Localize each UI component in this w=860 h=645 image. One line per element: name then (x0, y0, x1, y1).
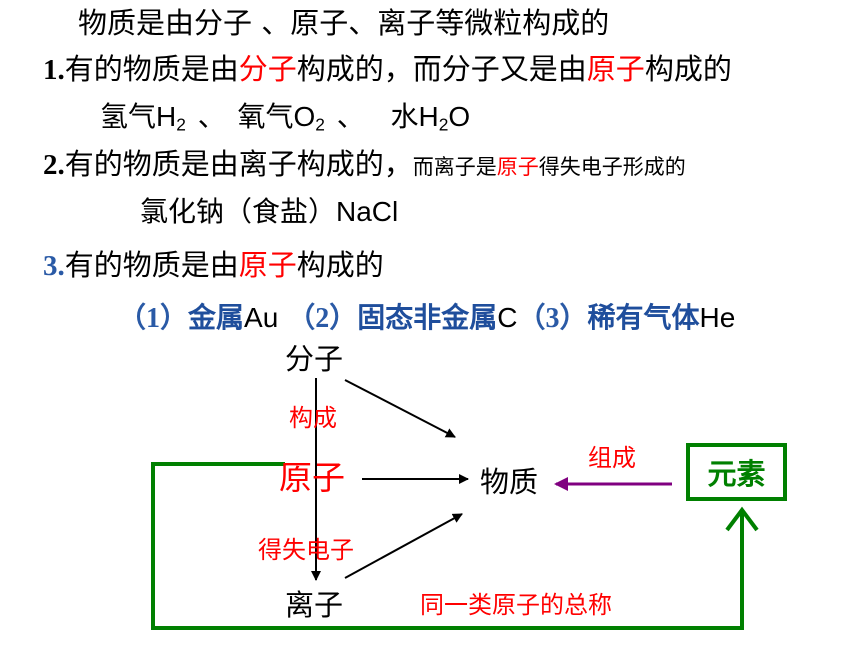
point-3-atom: 原子 (238, 248, 297, 282)
example-1-formula: Au (244, 302, 279, 333)
element-node-label: 元素 (707, 457, 766, 491)
example-2-formula: C (497, 302, 518, 333)
sodium-chloride-formula: NaCl (336, 196, 399, 227)
point-2-number: 2. (43, 149, 65, 181)
element-definition-label: 同一类原子的总称 (420, 591, 612, 619)
point-2-text-b: 而离子是 (412, 155, 497, 179)
hydrogen-name: 氢气 (100, 101, 157, 132)
point-2-text-a: 有的物质是由离子构成的， (64, 147, 413, 181)
example-2-index: （2） (287, 303, 358, 334)
separator-1: 、 (197, 101, 226, 132)
point-1-atom: 原子 (586, 52, 645, 86)
point-1-molecule: 分子 (238, 52, 297, 86)
point-1-examples: 氢气H2 、 氧气O2 、 水H2O (100, 103, 470, 134)
point-3-text-c: 构成的 (296, 248, 384, 282)
water-subscript: 2 (438, 114, 449, 135)
water-name: 水 (390, 101, 419, 132)
example-1-index: （1） (118, 303, 189, 334)
molecule-to-matter-arrow (344, 379, 456, 438)
point-1-text-c: 构成的，而分子又是由 (296, 52, 587, 86)
point-1-number: 1. (43, 54, 65, 86)
oxygen-formula: O (293, 101, 316, 132)
point-3-text-a: 有的物质是由 (64, 248, 239, 282)
element-node: 元素 (686, 443, 787, 501)
intro-line: 物质是由分子 、原子、离子等微粒构成的 (78, 9, 609, 38)
example-1-label: 金属 (188, 301, 245, 334)
ion-node: 离子 (285, 588, 344, 622)
point-3-line: 3.有的物质是由原子构成的 (43, 251, 384, 281)
hydrogen-formula: H (156, 101, 177, 132)
constitute-label: 组成 (588, 444, 636, 472)
point-1-text-a: 有的物质是由 (64, 52, 239, 86)
separator-2: 、 (336, 101, 365, 132)
point-1-text-e: 构成的 (644, 52, 732, 86)
element-arrowhead (725, 506, 759, 532)
oxygen-subscript: 2 (315, 114, 325, 135)
example-3-formula: He (699, 302, 736, 333)
water-formula-o: O (448, 101, 471, 132)
atom-to-element-loop (151, 462, 744, 630)
point-2-text-d: 得失电子形成的 (538, 155, 686, 179)
matter-node: 物质 (480, 465, 539, 499)
intro-text: 物质是由分子 、原子、离子等微粒构成的 (78, 6, 610, 40)
ion-to-matter-arrow (344, 513, 463, 579)
point-2-line: 2.有的物质是由离子构成的，而离子是原子得失电子形成的 (43, 150, 686, 180)
compose-label: 构成 (289, 404, 337, 432)
water-formula-h: H (418, 101, 439, 132)
sodium-chloride-name: 氯化钠（食盐） (140, 196, 337, 227)
point-3-number: 3. (43, 250, 65, 282)
example-3-index: （3） (517, 303, 588, 334)
molecule-node: 分子 (285, 342, 344, 376)
hydrogen-subscript: 2 (176, 114, 186, 135)
point-3-examples: （1）金属Au （2）固态非金属C（3）稀有气体He (118, 304, 735, 333)
point-2-atom: 原子 (496, 155, 539, 179)
point-2-example: 氯化钠（食盐）NaCl (140, 198, 398, 226)
point-1-line: 1.有的物质是由分子构成的，而分子又是由原子构成的 (43, 55, 732, 85)
gain-lose-electrons-label: 得失电子 (258, 536, 354, 564)
oxygen-name: 氧气 (237, 101, 294, 132)
example-2-label: 固态非金属 (357, 301, 498, 334)
atom-node: 原子 (279, 458, 345, 497)
example-3-label: 稀有气体 (587, 301, 700, 334)
